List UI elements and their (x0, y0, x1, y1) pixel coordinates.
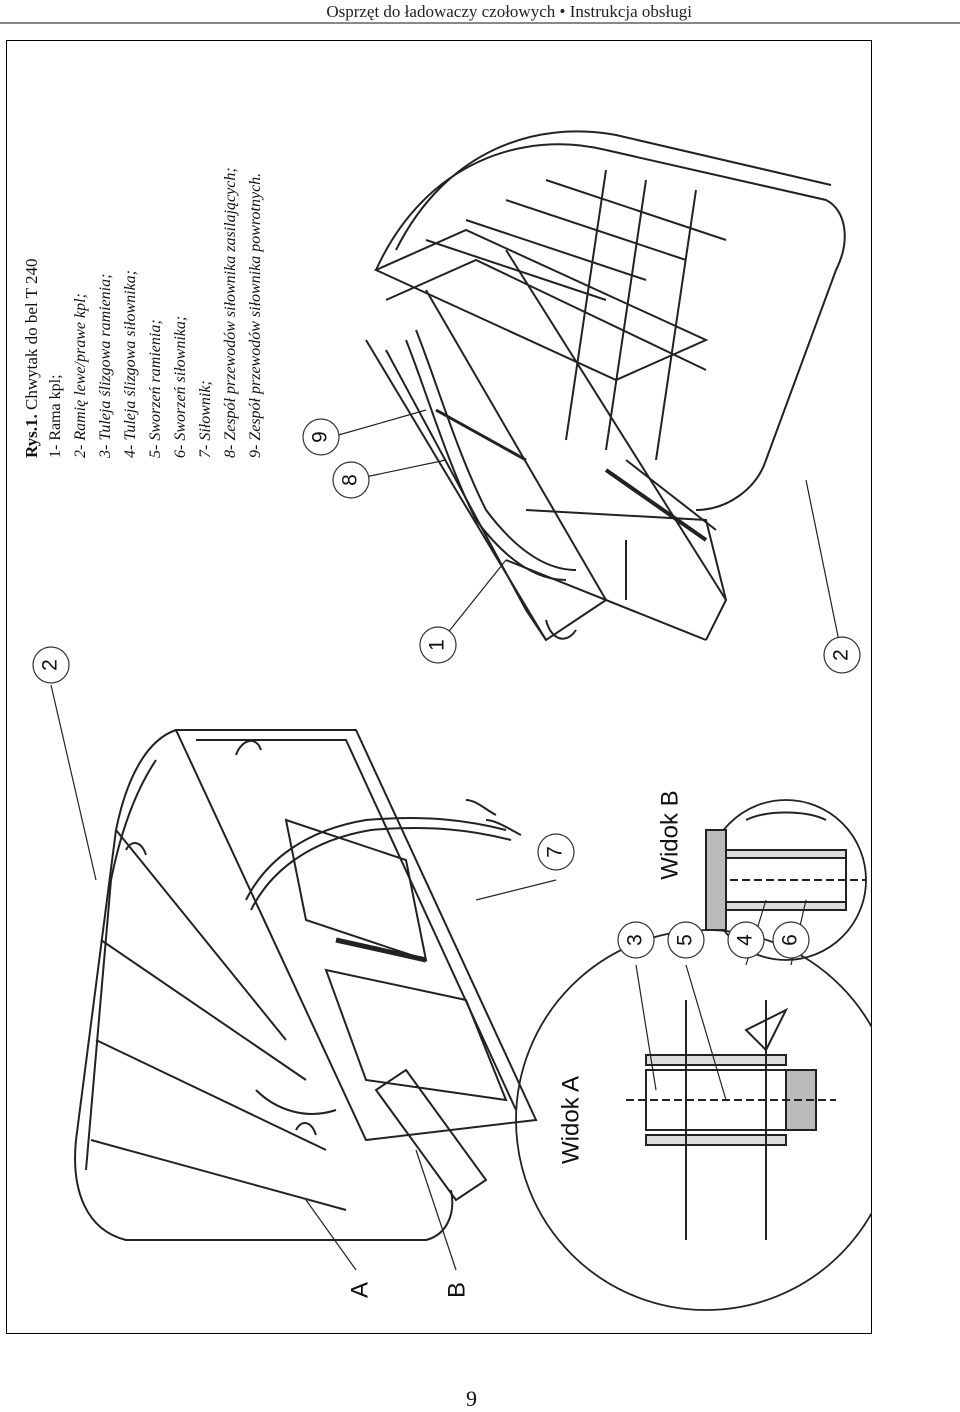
callout-7: 7 (544, 846, 567, 858)
view-label-b: Widok B (656, 790, 683, 879)
detail-view-a-drawing (515, 929, 872, 1311)
callout-2-lower: 2 (830, 649, 853, 661)
callout-8: 8 (339, 474, 362, 486)
callout-1: 1 (426, 639, 449, 651)
technical-drawing: 2 1 8 9 2 7 3 5 4 6 A B Widok A Widok B (32, 130, 872, 1311)
header-divider (0, 22, 960, 24)
detail-view-b-drawing (705, 799, 867, 961)
header-title: Osprzęt do ładowaczy czołowych • Instruk… (326, 2, 692, 21)
figure-frame (6, 40, 872, 1334)
callout-markers (32, 418, 861, 959)
callout-2-upper: 2 (39, 659, 62, 671)
upper-assembly-drawing (365, 130, 846, 642)
page-number: 9 (466, 1386, 477, 1411)
callout-3: 3 (624, 934, 647, 946)
callout-9: 9 (309, 431, 332, 443)
callout-4: 4 (734, 934, 757, 946)
lower-assembly-drawing (74, 729, 538, 1241)
callout-6: 6 (779, 934, 802, 946)
callout-5: 5 (674, 934, 697, 946)
view-label-a: Widok A (557, 1076, 584, 1164)
view-marker-a: A (346, 1282, 373, 1298)
view-marker-b: B (443, 1282, 470, 1298)
